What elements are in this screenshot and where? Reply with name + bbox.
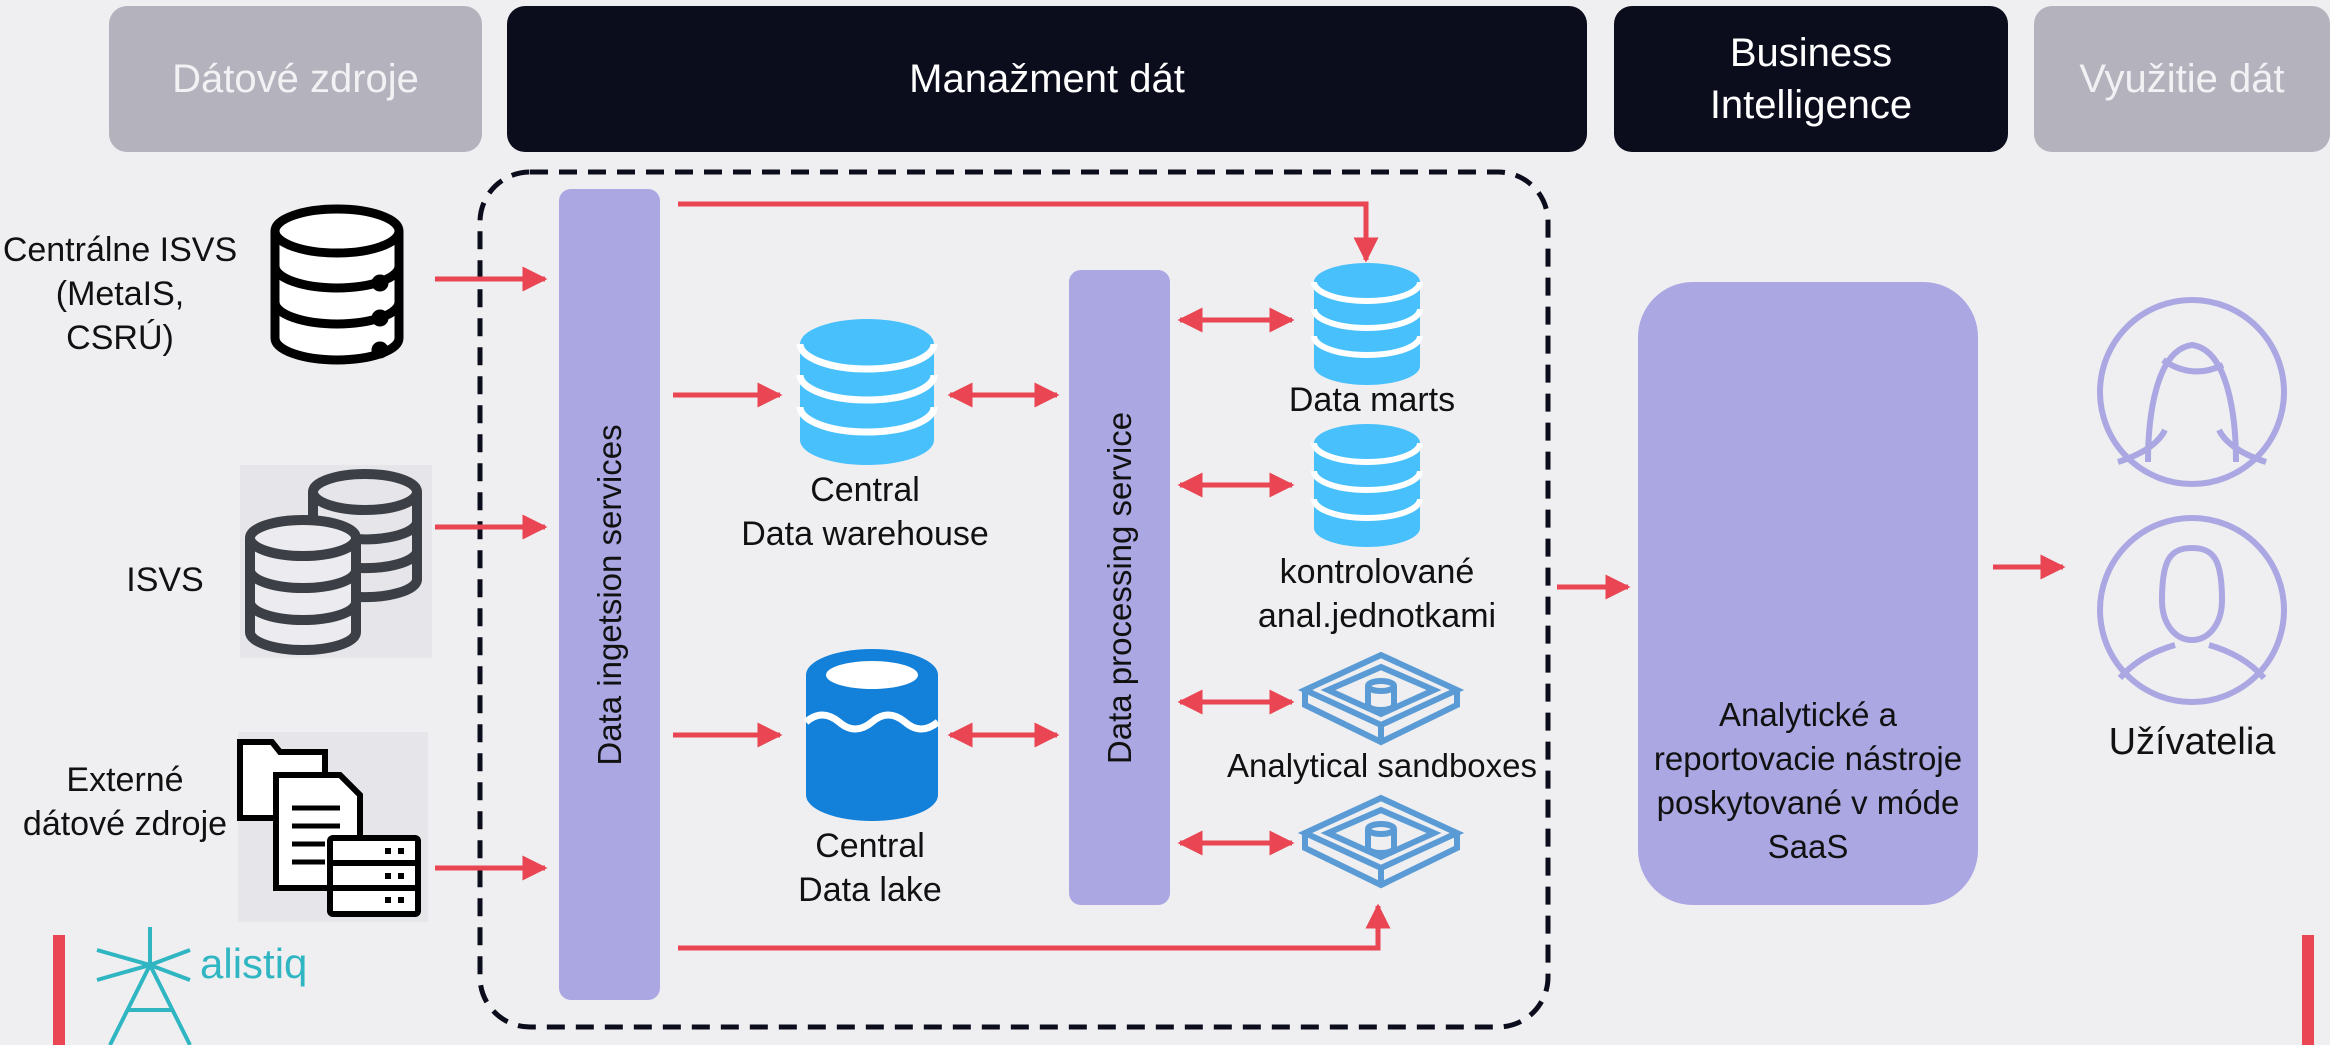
stacked-databases-icon	[240, 465, 432, 658]
right-accent-bar	[2302, 935, 2314, 1045]
lake-label: Central Data lake	[798, 827, 942, 909]
bi-tools-label: Analytické a reportovacie nástroje posky…	[1653, 696, 1963, 865]
user-icon	[2097, 297, 2287, 487]
data-processing-service: Data processing service	[1069, 270, 1170, 905]
header-business-intelligence: Business Intelligence	[1614, 6, 2008, 152]
documents-server-icon	[237, 732, 428, 922]
bi-tools-panel	[1638, 282, 1978, 905]
logo-text: alistiq	[200, 940, 308, 987]
header-data-management: Manažment dát	[507, 6, 1587, 152]
arrow-ingestion-bypass-to-marts	[678, 201, 1379, 263]
left-accent-bar	[53, 935, 65, 1045]
user-icon	[2097, 515, 2287, 705]
controlled-database-icon	[1311, 424, 1423, 547]
warehouse-label: Central Data warehouse	[741, 471, 989, 553]
header-data-sources: Dátové zdroje	[109, 6, 482, 152]
processing-label: Data processing service	[1100, 411, 1138, 764]
sandbox-icon	[1297, 651, 1465, 746]
source-isvs-label: ISVS	[126, 561, 204, 599]
management-boundary	[477, 169, 1551, 1030]
sandboxes-label: Analytical sandboxes	[1226, 747, 1538, 784]
source-external-label: Externé dátové zdroje	[22, 761, 228, 843]
controlled-label: kontrolované anal.jednotkami	[1257, 553, 1497, 635]
ingestion-label: Data ingetsion services	[590, 423, 628, 766]
alistiq-logo-icon	[96, 927, 192, 1045]
source-central-label: Centrálne ISVS (MetaIS, CSRÚ)	[2, 231, 238, 357]
data-marts-database-icon	[1311, 263, 1423, 385]
header-data-usage: Využitie dát	[2034, 6, 2330, 152]
arrow-ingestion-bypass-to-sandbox	[678, 903, 1391, 951]
warehouse-database-icon	[796, 319, 938, 465]
users-label: Užívatelia	[2108, 721, 2276, 763]
data-marts-label: Data marts	[1288, 381, 1456, 419]
data-lake-icon	[803, 649, 941, 821]
data-ingestion-services: Data ingetsion services	[559, 189, 660, 1000]
sandbox-icon	[1297, 794, 1465, 889]
database-icon	[270, 204, 404, 365]
